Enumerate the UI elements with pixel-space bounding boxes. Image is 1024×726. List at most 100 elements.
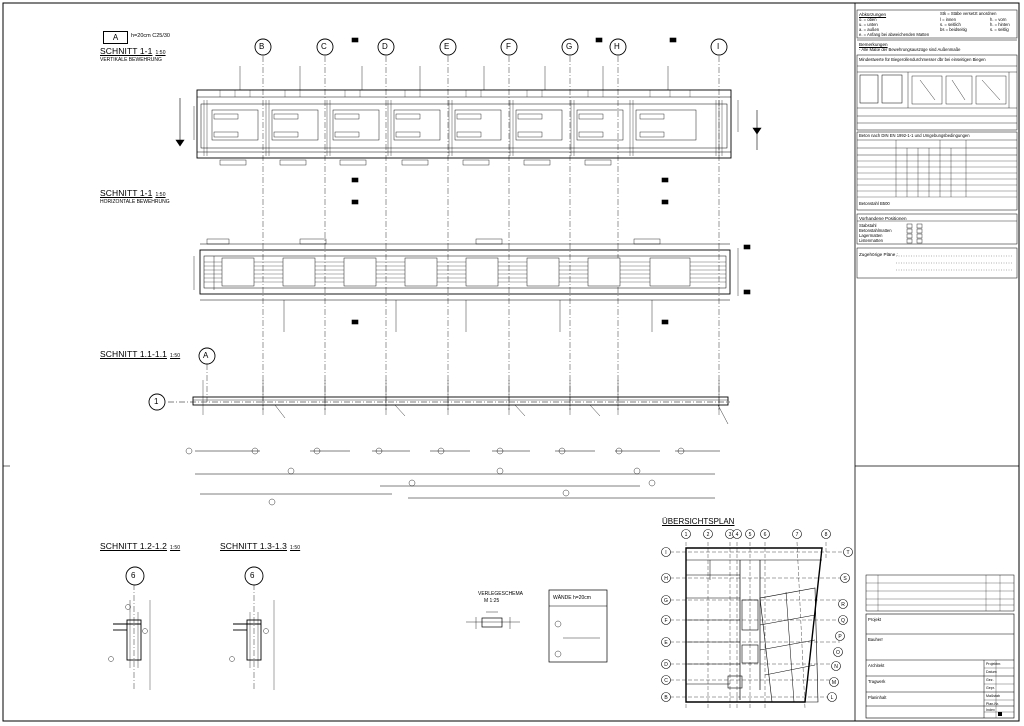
overview-left-marker-D-label: D: [664, 662, 668, 668]
overview-top-marker-4: 4: [732, 529, 742, 539]
title-block-frame: [854, 466, 1015, 721]
axis-bubble-g: [561, 38, 579, 56]
abbrev-3-3: h. = hinten: [990, 22, 1010, 27]
overview-top-marker-7-label: 7: [796, 532, 799, 538]
exposure-title: Beton nach DIN EN 1992-1-1 und Umgebungs…: [859, 133, 970, 138]
overview-left-marker-H: H: [661, 573, 671, 583]
section-1-subtitle: VERTIKALE BEWEHRUNG: [100, 57, 162, 63]
overview-top-marker-8: 8: [821, 529, 831, 539]
detail-bubble-1-2: [125, 566, 145, 586]
abbrev-4-1: e. = Anfang bei abweichenden Matten: [859, 32, 930, 37]
overview-left-marker-D-circle: [661, 659, 671, 669]
overview-right-marker-T-label: T: [846, 550, 849, 556]
overview-left-marker-E-label: E: [664, 640, 668, 646]
axis-label-c: C: [321, 42, 327, 51]
overview-right-marker-R: R: [838, 599, 848, 609]
overview-right-marker-P-circle: [835, 631, 845, 641]
overview-left-marker-E-circle: [661, 637, 671, 647]
overview-right-marker-N-circle: [831, 661, 841, 671]
walls-spec-box: [548, 589, 608, 663]
section-3-scale: 1:50: [170, 353, 181, 359]
axis-label-h: H: [614, 42, 620, 51]
overview-right-marker-R-label: R: [841, 602, 845, 608]
overview-right-marker-L-label: L: [831, 695, 834, 701]
legend-panel-frame: [854, 3, 1018, 466]
layout-scheme-drawing: [466, 611, 520, 629]
overview-left-marker-H-label: H: [664, 576, 668, 582]
axis-label-i: I: [717, 42, 720, 51]
related-plans-title: Zugehörige Pläne :: [859, 252, 898, 257]
overview-top-marker-1-circle: [681, 529, 691, 539]
section-4-scale: 1:50: [170, 545, 181, 551]
tb-architect-label: Architekt: [868, 663, 885, 668]
tb-field-checked: Gepr.: [986, 686, 995, 690]
overview-left-marker-B: B: [661, 692, 671, 702]
axis-label-e: E: [444, 42, 450, 51]
overview-left-marker-F-circle: [661, 615, 671, 625]
overview-right-marker-S: S: [840, 573, 850, 583]
overview-left-marker-I: I: [661, 547, 671, 557]
overview-left-marker-E: E: [661, 637, 671, 647]
overview-title: ÜBERSICHTSPLAN: [662, 517, 735, 526]
overview-right-marker-O-circle: [833, 647, 843, 657]
overview-left-marker-C-label: C: [664, 678, 668, 684]
abbrev-2-2: l = innen: [940, 17, 956, 22]
tb-field-scale: Maßstab: [986, 694, 1000, 698]
axis-bubble-h: [609, 38, 627, 56]
overview-right-marker-O-label: O: [836, 650, 840, 656]
tb-field-plannr: Plan-Nr.: [986, 702, 999, 706]
overview-top-marker-2-circle: [703, 529, 713, 539]
overview-left-marker-G: G: [661, 595, 671, 605]
axis-bubble-d: [377, 38, 395, 56]
overview-right-marker-S-circle: [840, 573, 850, 583]
bend-diameter-title: Mindestwerte für Biegerollendurchmesser …: [859, 57, 986, 62]
overview-left-marker-I-label: I: [665, 550, 666, 556]
abbrev-4-2: bs = beidseitig: [940, 27, 967, 32]
layout-scheme-title: VERLEGESCHEMA: [478, 591, 524, 597]
detail-label-1-3: 6: [250, 571, 255, 580]
wall-spec: h=20cm C25/30: [131, 33, 170, 39]
position-bar-steel: Stabstahl: [859, 223, 877, 228]
overview-left-marker-C-circle: [661, 675, 671, 685]
tb-field-drawn: Gez.: [986, 678, 994, 682]
abbrev-4-3: s. = seitlig: [990, 27, 1009, 32]
overview-top-marker-2: 2: [703, 529, 713, 539]
detail-bubble-1-3: [244, 566, 264, 586]
overview-top-marker-1: 1: [681, 529, 691, 539]
overview-right-marker-S-label: S: [843, 576, 847, 582]
section-cut-markers: [175, 37, 762, 325]
overview-top-marker-8-label: 8: [825, 532, 828, 538]
section-vertical-reinforcement: [193, 66, 739, 166]
overview-left-marker-D: D: [661, 659, 671, 669]
section-2-scale: 1:50: [155, 192, 166, 198]
detail-label-1-2: 6: [131, 571, 136, 580]
overview-left-marker-I-circle: [661, 547, 671, 557]
overview-right-marker-M: M: [829, 677, 839, 687]
tb-field-index: Index: [986, 708, 995, 712]
abbrev-1-1: o. = oben: [859, 17, 877, 22]
section-1-2-detail: [108, 584, 151, 690]
axis-bubble-b: [254, 38, 272, 56]
remarks-text: - Alle Maße der Bewehrungsauszüge sind A…: [859, 47, 961, 52]
overview-right-marker-N: N: [831, 661, 841, 671]
abbrev-3-2: s. = seitlich: [940, 22, 961, 27]
overview-left-marker-B-label: B: [664, 695, 668, 701]
overview-left-marker-G-circle: [661, 595, 671, 605]
overview-left-marker-C: C: [661, 675, 671, 685]
section-horizontal-reinforcement: [193, 238, 739, 332]
overview-plan: [670, 541, 848, 709]
col-axis-label-a: A: [203, 351, 209, 360]
tb-content-label: Planinhalt: [868, 695, 887, 700]
overview-top-marker-7-circle: [792, 529, 802, 539]
remarks-title: Bemerkungen: [859, 42, 888, 47]
section-4-title-text: SCHNITT 1.2-1.2: [100, 541, 168, 551]
overview-top-marker-2-label: 2: [707, 532, 710, 538]
wall-type-box: A: [103, 31, 128, 44]
